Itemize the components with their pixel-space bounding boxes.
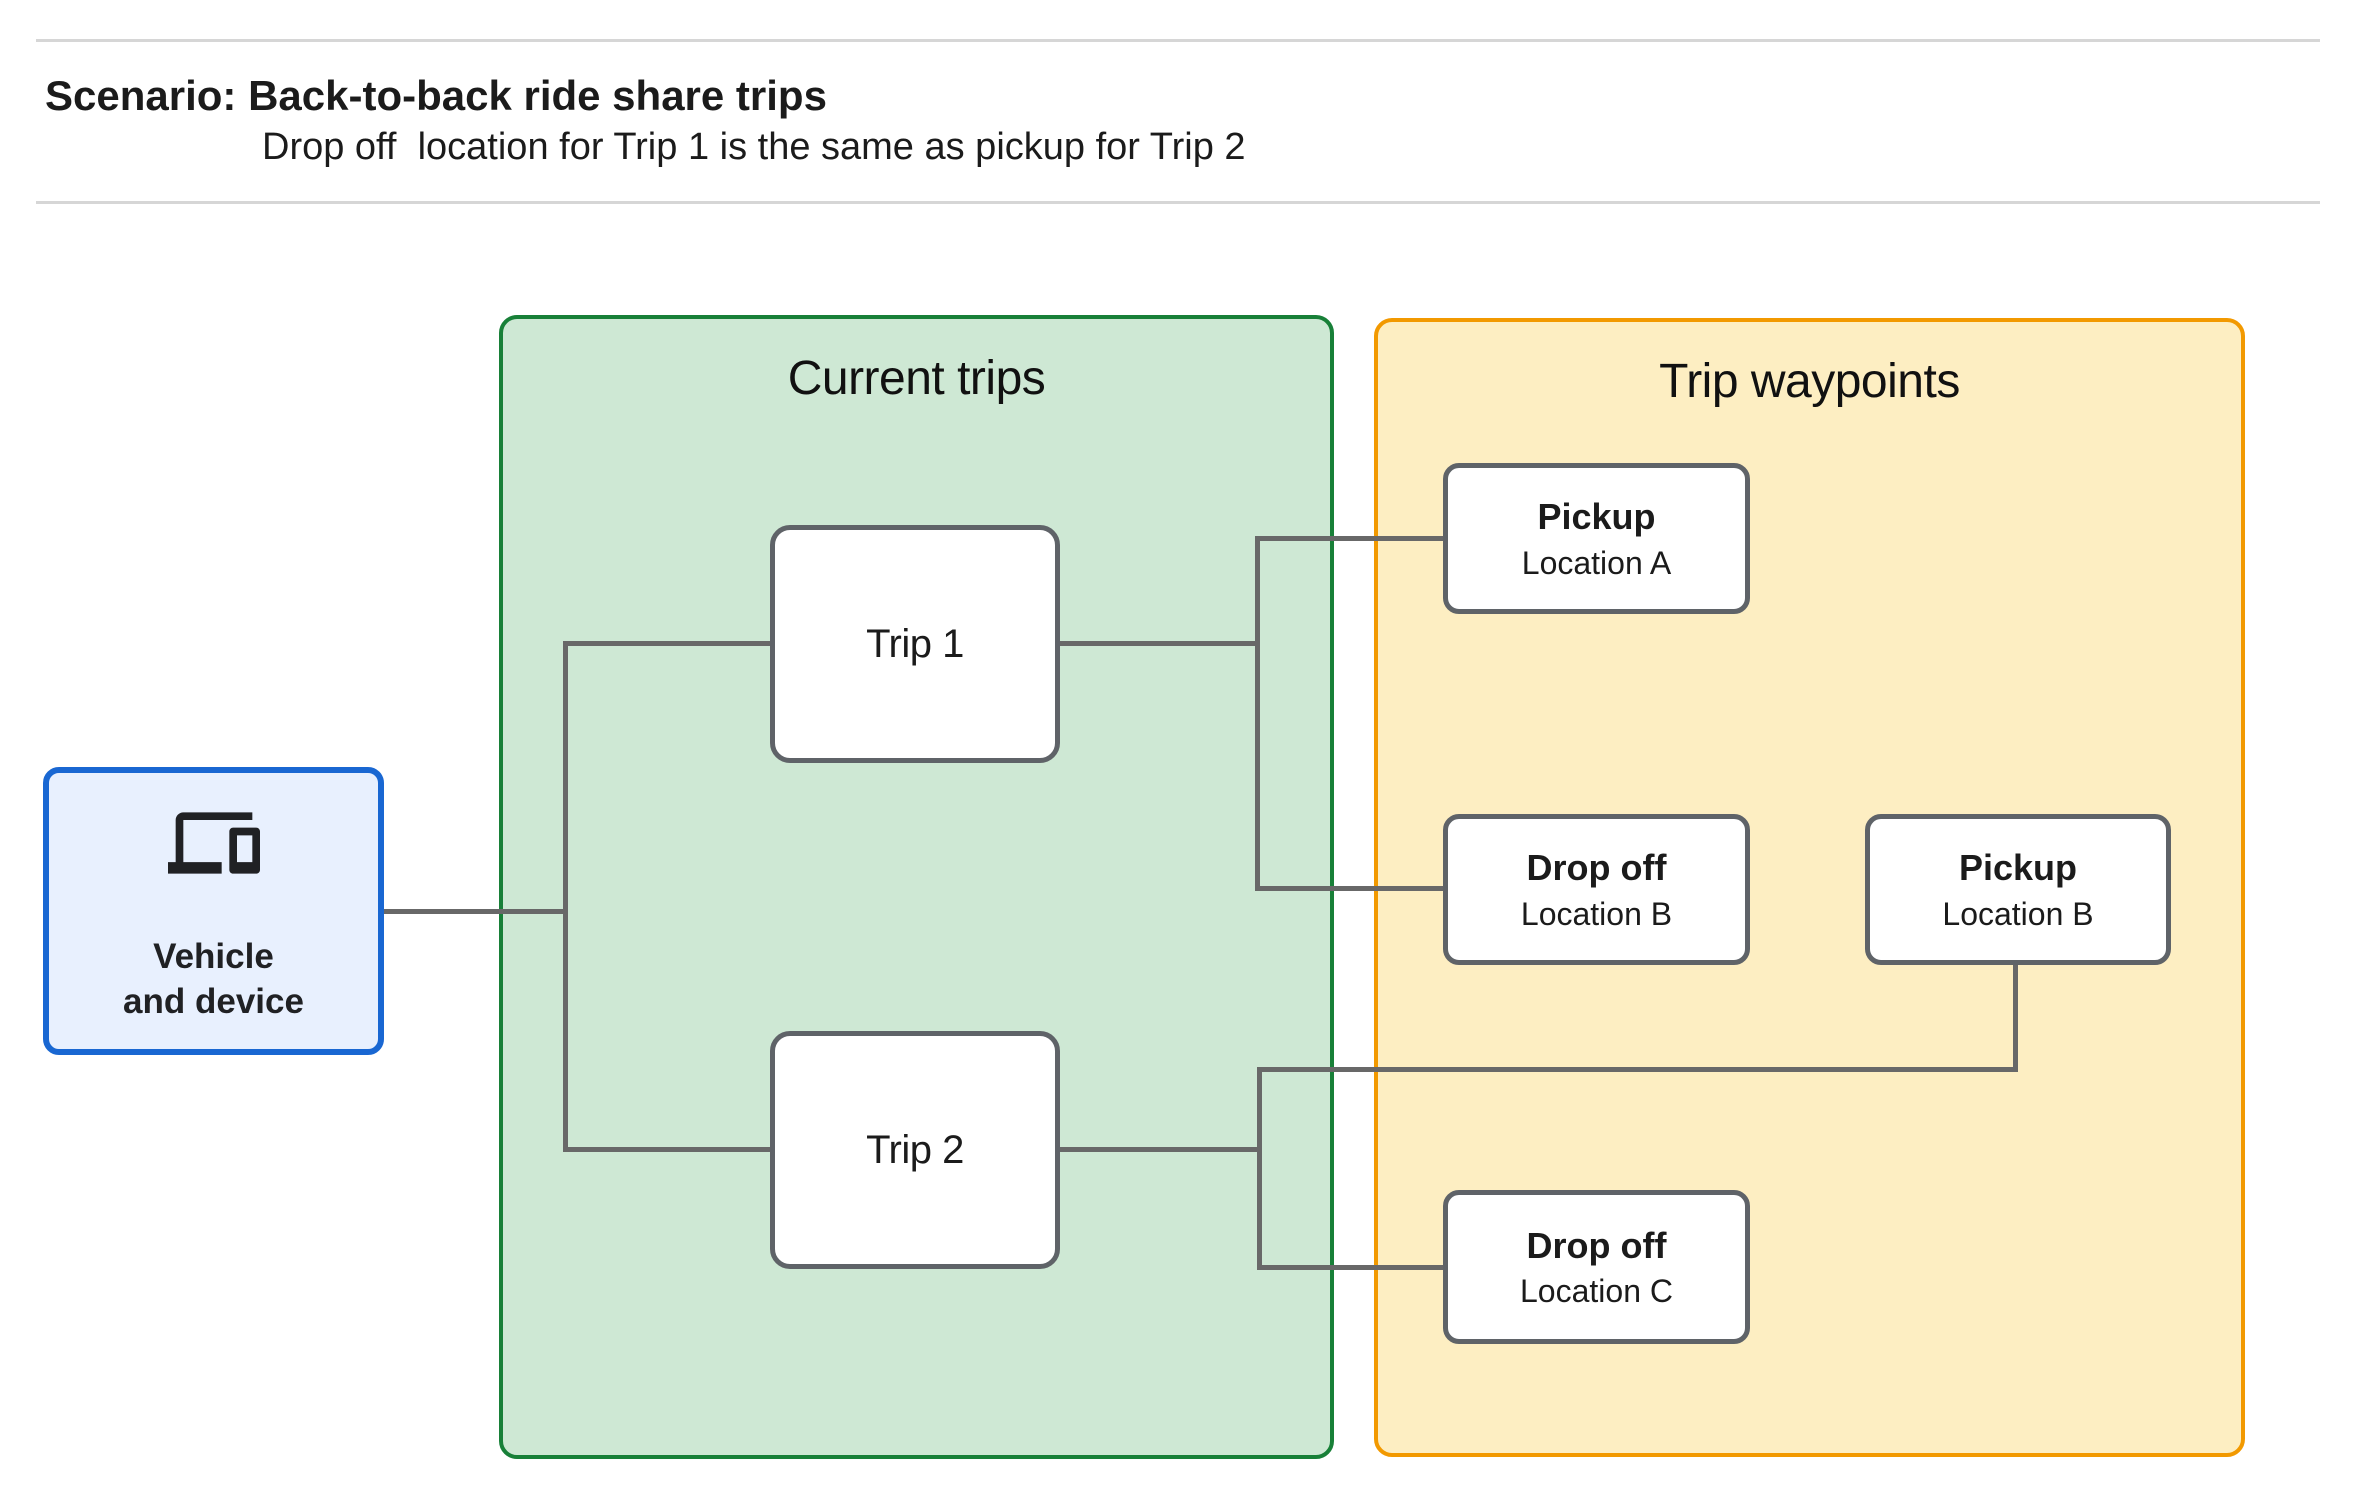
trip1-node: Trip 1 — [770, 525, 1060, 763]
connector-junction-to-trip1 — [566, 641, 772, 646]
pickup-a-title: Pickup — [1537, 496, 1656, 538]
connector-trip2-to-pickup-b — [1259, 1067, 2016, 1072]
dropoff-c-subtitle: Location C — [1520, 1273, 1673, 1310]
trip2-node: Trip 2 — [770, 1031, 1060, 1269]
pickup-a-subtitle: Location A — [1521, 544, 1672, 581]
header-divider — [36, 201, 2320, 204]
devices-icon — [167, 812, 260, 874]
connector-left-junction-vertical — [563, 641, 568, 1152]
connector-trip2-out — [1058, 1147, 1262, 1152]
top-divider — [36, 39, 2320, 42]
page-subtitle: Drop off location for Trip 1 is the same… — [262, 126, 1246, 168]
dropoff-location-c-node: Drop off Location C — [1443, 1190, 1750, 1344]
vehicle-label-line2: and device — [123, 982, 304, 1021]
dropoff-c-title: Drop off — [1526, 1224, 1667, 1266]
pickup-location-a-node: Pickup Location A — [1443, 463, 1750, 614]
connector-to-dropoff-b — [1258, 886, 1445, 891]
connector-pickup-b-drop — [2013, 962, 2018, 1072]
vehicle-and-device-node: Vehicle and device — [43, 767, 384, 1055]
connector-vehicle-to-junction — [383, 909, 568, 914]
connector-trip1-out — [1058, 641, 1260, 646]
dropoff-location-b-node: Drop off Location B — [1443, 814, 1750, 965]
connector-trip2-junction-vertical — [1257, 1067, 1262, 1270]
connector-to-pickup-a — [1258, 536, 1445, 541]
pickup-location-b-node: Pickup Location B — [1865, 814, 2171, 965]
current-trips-title: Current trips — [787, 352, 1046, 405]
connector-to-dropoff-c — [1259, 1265, 1445, 1270]
pickup-b-title: Pickup — [1958, 847, 2078, 889]
current-trips-container: Current trips — [499, 315, 1334, 1459]
connector-junction-to-trip2 — [566, 1147, 772, 1152]
dropoff-b-title: Drop off — [1526, 847, 1667, 889]
vehicle-label-line1: Vehicle — [153, 937, 274, 977]
page-title: Scenario: Back-to-back ride share trips — [45, 72, 827, 119]
dropoff-b-subtitle: Location B — [1520, 895, 1673, 932]
trip1-label: Trip 1 — [866, 621, 964, 666]
vehicle-node-label: Vehicle and device — [123, 935, 304, 1025]
trip2-label: Trip 2 — [866, 1127, 964, 1172]
trip-waypoints-title: Trip waypoints — [1659, 355, 1960, 408]
pickup-b-subtitle: Location B — [1942, 895, 2094, 932]
connector-trip1-junction-vertical — [1255, 536, 1260, 891]
